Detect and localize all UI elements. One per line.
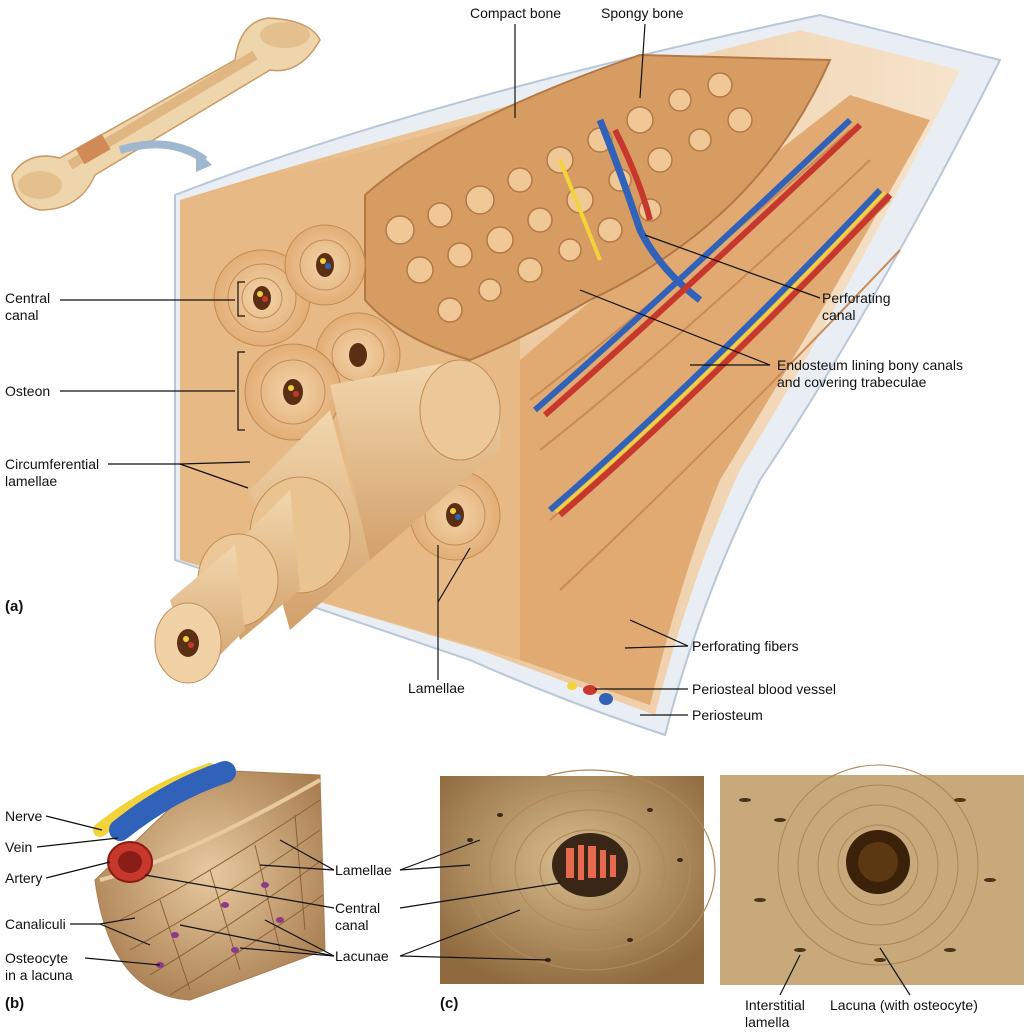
label-central-canal-b: Central canal <box>335 900 381 933</box>
label-compact-bone: Compact bone <box>470 5 562 21</box>
label-osteocyte-in-lacuna: Osteocyte in a lacuna <box>5 950 73 983</box>
label-spongy-bone: Spongy bone <box>601 5 684 21</box>
label-nerve: Nerve <box>5 808 43 824</box>
label-osteon: Osteon <box>5 383 51 399</box>
label-endosteum: Endosteum lining bony canals and coverin… <box>777 357 964 390</box>
label-circumferential-lamellae: Circumferential lamellae <box>5 456 100 489</box>
label-canaliculi: Canaliculi <box>5 916 66 932</box>
panel-label-b: (b) <box>5 995 25 1012</box>
leader-lines-c <box>399 839 561 961</box>
panel-label-a: (a) <box>5 598 24 615</box>
periosteal-vessel <box>567 682 613 705</box>
panel-label-c: (c) <box>440 995 459 1012</box>
label-artery: Artery <box>5 870 43 886</box>
label-perforating-canal: Perforating canal <box>822 290 891 323</box>
spongy-bone-region <box>364 53 832 362</box>
light-micrograph <box>720 764 1024 985</box>
long-bone-thumbnail <box>11 17 321 211</box>
label-lacuna-with-osteocyte: Lacuna (with osteocyte) <box>830 997 978 1013</box>
label-central-canal: Central canal <box>5 290 51 323</box>
leader-lines-a <box>60 23 821 716</box>
leader-lines-c2 <box>779 947 911 996</box>
label-periosteal-blood-vessel: Periosteal blood vessel <box>692 681 836 697</box>
label-periosteum: Periosteum <box>692 707 763 723</box>
label-lamellae-a: Lamellae <box>408 680 465 696</box>
sem-micrograph <box>440 769 716 984</box>
label-perforating-fibers: Perforating fibers <box>692 638 799 654</box>
leader-lines-b <box>36 815 335 966</box>
label-vein: Vein <box>5 839 33 855</box>
osteon-detail-illustration <box>93 761 326 1001</box>
label-interstitial-lamella: Interstitial lamella <box>745 997 805 1030</box>
label-lacunae: Lacunae <box>335 948 389 964</box>
label-lamellae-b: Lamellae <box>335 862 392 878</box>
osteon-cylinder <box>154 359 501 684</box>
